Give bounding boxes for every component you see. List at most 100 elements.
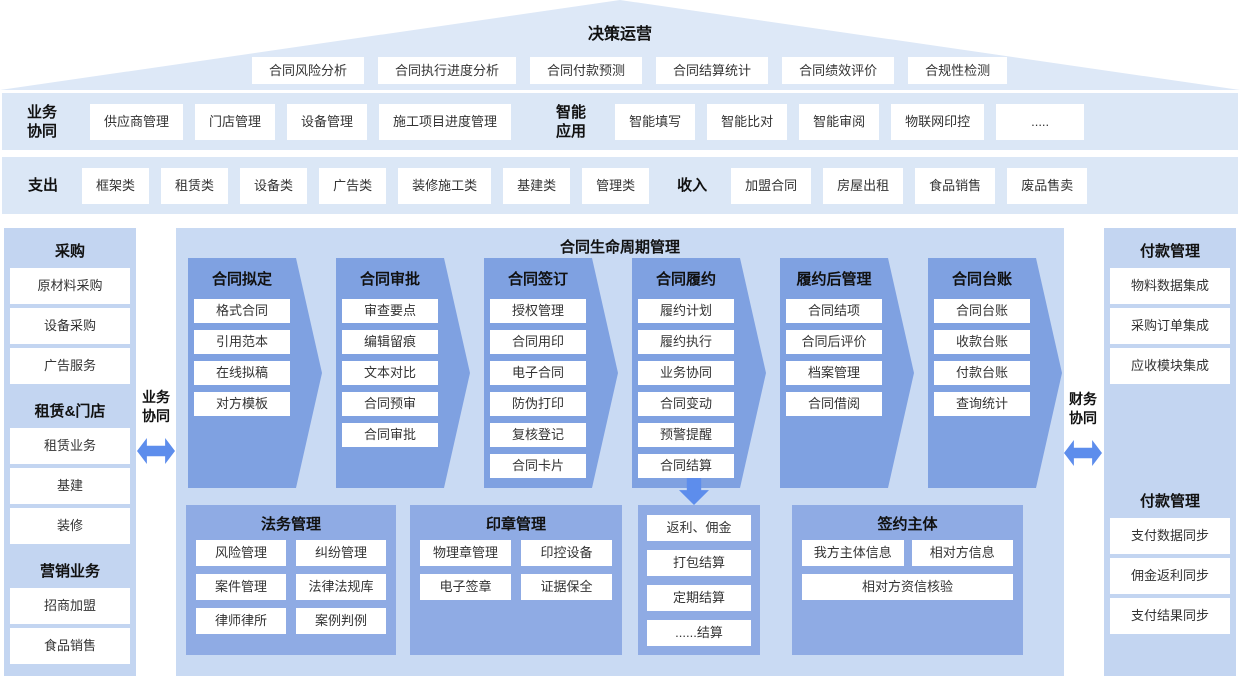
block-item: 证据保全 xyxy=(521,574,612,600)
stage-item: 在线拟稿 xyxy=(194,361,290,385)
smart-chip-ellipsis: ..... xyxy=(996,103,1085,140)
stage-item: 审查要点 xyxy=(342,299,438,323)
income-chip: 加盟合同 xyxy=(731,167,812,204)
roof-box: 合同绩效评价 xyxy=(782,57,895,84)
income-chip: 房屋出租 xyxy=(823,167,904,204)
sidebar-section-title: 采购 xyxy=(54,243,85,260)
block-item: 风险管理 xyxy=(196,540,286,566)
stage-signing: 合同签订 授权管理 合同用印 电子合同 防伪打印 复核登记 合同卡片 xyxy=(484,258,618,488)
stage-item: 编辑留痕 xyxy=(342,330,438,354)
roof-title: 决策运营 xyxy=(587,26,652,43)
collab-chip: 设备管理 xyxy=(287,103,368,140)
roof-box: 合同结算统计 xyxy=(656,57,769,84)
sidebar-section-title: 付款管理 xyxy=(1139,243,1200,260)
block-item: 我方主体信息 xyxy=(802,540,904,566)
lifecycle-panel-title: 合同生命周期管理 xyxy=(559,239,680,256)
stage-item: 对方模板 xyxy=(194,392,290,416)
roof-box-row: 合同风险分析 合同执行进度分析 合同付款预测 合同结算统计 合同绩效评价 合规性… xyxy=(252,57,1008,84)
left-connector-label: 业务协同 xyxy=(142,389,170,424)
sidebar-item: 食品销售 xyxy=(10,628,130,664)
smart-chip: 智能填写 xyxy=(615,103,696,140)
stage-item: 合同后评价 xyxy=(786,330,882,354)
band-income-label: 收入 xyxy=(677,177,708,194)
block-title: 法务管理 xyxy=(260,516,321,533)
band-collaboration: 业务协同 供应商管理 门店管理 设备管理 施工项目进度管理 智能应用 智能填写 … xyxy=(2,93,1238,150)
stage-item: 防伪打印 xyxy=(490,392,586,416)
stage-title: 合同履约 xyxy=(655,271,716,288)
collab-chip: 门店管理 xyxy=(195,103,276,140)
band-expense-income: 支出 框架类 租赁类 设备类 广告类 装修施工类 基建类 管理类 收入 加盟合同… xyxy=(2,157,1238,214)
expense-chip: 租赁类 xyxy=(161,167,229,204)
left-sidebar-business: 采购 原材料采购 设备采购 广告服务 租赁&门店 租赁业务 基建 装修 营销业务… xyxy=(4,228,136,676)
sidebar-item: 广告服务 xyxy=(10,348,130,384)
stage-item: 付款台账 xyxy=(934,361,1030,385)
stage-ledger: 合同台账 合同台账 收款台账 付款台账 查询统计 xyxy=(928,258,1062,488)
collab-chip: 供应商管理 xyxy=(90,103,184,140)
sidebar-section-title: 付款管理 xyxy=(1139,493,1200,510)
stage-item: 业务协同 xyxy=(638,361,734,385)
expense-chip: 装修施工类 xyxy=(398,167,492,204)
block-item: 物理章管理 xyxy=(420,540,511,566)
stage-item: 合同结算 xyxy=(638,454,734,478)
rebate-commission-block: 返利、佣金 打包结算 定期结算 ......结算 xyxy=(638,505,760,655)
block-item: 相对方资信核验 xyxy=(802,574,1013,600)
block-item: 案例判例 xyxy=(296,608,386,634)
stage-item: 复核登记 xyxy=(490,423,586,447)
block-item: 纠纷管理 xyxy=(296,540,386,566)
income-chip: 废品售卖 xyxy=(1007,167,1088,204)
stage-drafting: 合同拟定 格式合同 引用范本 在线拟稿 对方模板 xyxy=(188,258,322,488)
sidebar-item: 设备采购 xyxy=(10,308,130,344)
stage-item: 履约计划 xyxy=(638,299,734,323)
sidebar-item: 应收模块集成 xyxy=(1110,348,1230,384)
right-sidebar-finance: 付款管理 物料数据集成 采购订单集成 应收模块集成 付款管理 支付数据同步 佣金… xyxy=(1104,228,1236,676)
stage-item: 合同台账 xyxy=(934,299,1030,323)
legal-items-grid: 风险管理 纠纷管理 案件管理 法律法规库 律师律所 案例判例 xyxy=(186,534,396,634)
stage-item: 合同变动 xyxy=(638,392,734,416)
sidebar-item: 佣金返利同步 xyxy=(1110,558,1230,594)
stage-item: 履约执行 xyxy=(638,330,734,354)
band-collab-right-label: 智能应用 xyxy=(556,103,587,140)
stage-item: 引用范本 xyxy=(194,330,290,354)
block-item: 案件管理 xyxy=(196,574,286,600)
double-arrow-icon xyxy=(137,438,175,464)
block-item: 打包结算 xyxy=(647,550,751,576)
expense-chip: 管理类 xyxy=(582,167,650,204)
sidebar-section-title: 租赁&门店 xyxy=(34,403,106,420)
stage-title: 合同审批 xyxy=(359,271,420,288)
block-item: ......结算 xyxy=(647,620,751,646)
stage-title: 合同拟定 xyxy=(211,271,272,288)
expense-chip: 框架类 xyxy=(82,167,150,204)
stage-item: 合同借阅 xyxy=(786,392,882,416)
collab-chip: 施工项目进度管理 xyxy=(379,103,512,140)
block-item: 相对方信息 xyxy=(911,540,1013,566)
stage-post-performance: 履约后管理 合同结项 合同后评价 档案管理 合同借阅 xyxy=(780,258,914,488)
roof-box: 合同付款预测 xyxy=(530,57,643,84)
stage-item: 合同结项 xyxy=(786,299,882,323)
stage-title: 履约后管理 xyxy=(796,271,872,288)
block-item: 印控设备 xyxy=(521,540,612,566)
stage-item: 档案管理 xyxy=(786,361,882,385)
block-title: 印章管理 xyxy=(485,516,546,533)
block-title: 签约主体 xyxy=(877,516,938,533)
sidebar-item: 基建 xyxy=(10,468,130,504)
sidebar-item: 原材料采购 xyxy=(10,268,130,304)
stage-item: 文本对比 xyxy=(342,361,438,385)
sidebar-item: 装修 xyxy=(10,508,130,544)
stage-item: 预警提醒 xyxy=(638,423,734,447)
stage-item: 授权管理 xyxy=(490,299,586,323)
block-item: 电子签章 xyxy=(420,574,511,600)
band-collab-left-label: 业务协同 xyxy=(26,103,57,140)
block-item: 法律法规库 xyxy=(296,574,386,600)
stage-title: 合同台账 xyxy=(951,271,1012,288)
roof-box: 合同风险分析 xyxy=(252,57,365,84)
stage-item: 合同卡片 xyxy=(490,454,586,478)
double-arrow-icon xyxy=(1064,440,1102,466)
stage-item: 合同预审 xyxy=(342,392,438,416)
expense-chip: 基建类 xyxy=(503,167,571,204)
roof-box: 合规性检测 xyxy=(908,57,1008,84)
income-chip: 食品销售 xyxy=(915,167,996,204)
right-connector-label: 财务协同 xyxy=(1069,391,1097,426)
sidebar-item: 支付结果同步 xyxy=(1110,598,1230,634)
seal-items-grid: 物理章管理 印控设备 电子签章 证据保全 xyxy=(410,534,622,600)
signing-subject-block: 签约主体 我方主体信息 相对方信息 相对方资信核验 xyxy=(792,505,1023,655)
